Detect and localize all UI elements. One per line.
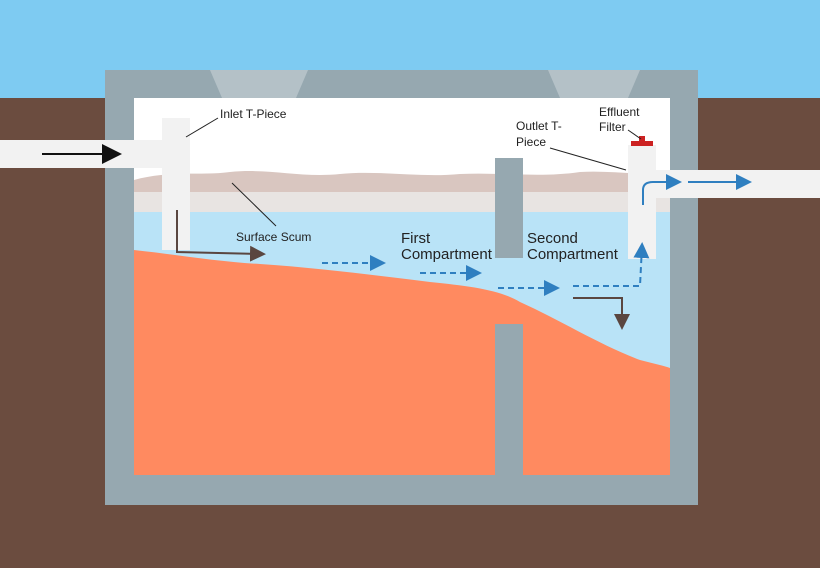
label-effluent-filter-2: Filter	[599, 120, 626, 134]
label-surface-scum: Surface Scum	[236, 230, 311, 244]
baffle-lower	[495, 324, 523, 475]
label-outlet-t-piece-2: Piece	[516, 135, 546, 149]
label-second-compartment-2: Compartment	[527, 246, 619, 263]
access-lid-left	[210, 70, 308, 98]
scum-layer	[134, 171, 670, 192]
label-effluent-filter-1: Effluent	[599, 105, 640, 119]
inlet-leader-line	[185, 117, 219, 138]
label-second-compartment-1: Second	[527, 230, 578, 247]
baffle-upper	[495, 158, 523, 258]
access-lid-right	[548, 70, 640, 98]
label-inlet-t-piece: Inlet T-Piece	[220, 107, 287, 121]
settling-arrow	[573, 297, 630, 330]
filter-cap	[631, 141, 653, 146]
outlet-leader-line	[549, 147, 627, 171]
filter-handle	[639, 136, 645, 142]
label-first-compartment-2: Compartment	[401, 246, 493, 263]
inlet-down-arrow	[176, 210, 266, 262]
label-outlet-t-piece-1: Outlet T-	[516, 119, 562, 133]
outlet-flow-arrow-1	[642, 174, 682, 205]
filter-leader-line	[627, 129, 642, 140]
scum-leader-line	[231, 182, 277, 227]
label-first-compartment-1: First	[401, 230, 431, 247]
flow-arrow-4	[573, 242, 650, 287]
outlet-pipe	[656, 170, 820, 198]
sludge-layer	[134, 250, 670, 475]
scum-band	[134, 192, 670, 212]
